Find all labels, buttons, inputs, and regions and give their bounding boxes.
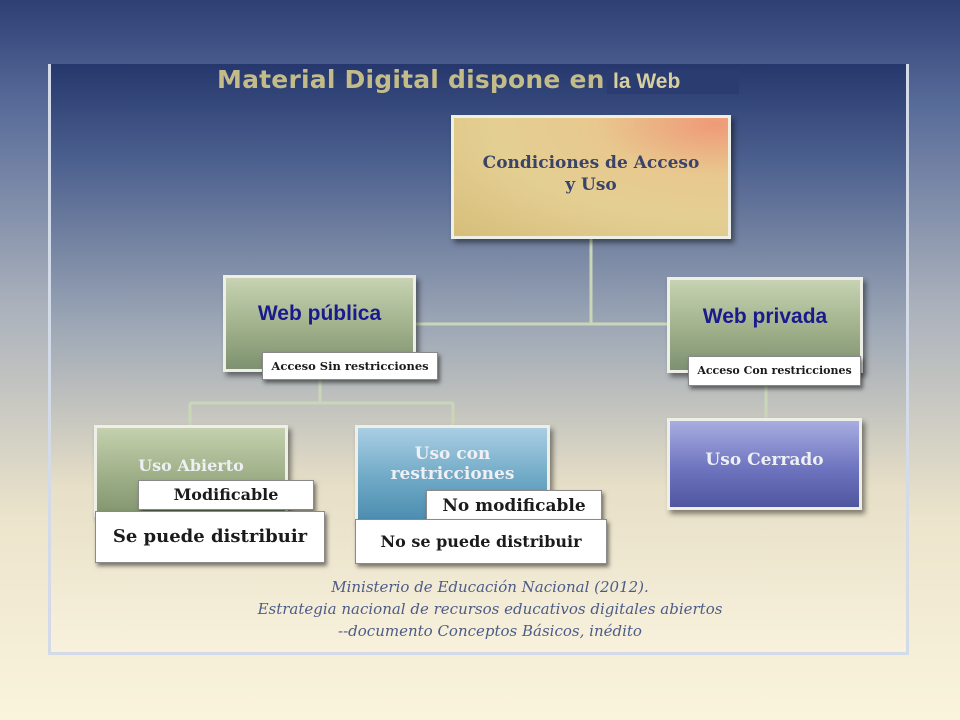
diagram-title-web: la Web (607, 70, 739, 94)
citation: Ministerio de Educación Nacional (2012).… (200, 576, 780, 642)
tag-acceso-con-restricciones: Acceso Con restricciones (688, 356, 861, 386)
root-label-line1: Condiciones de Acceso (482, 153, 700, 173)
box-condiciones-acceso-uso: Condiciones de Acceso y Uso (451, 115, 731, 239)
citation-line3: --documento Conceptos Básicos, inédito (338, 622, 642, 640)
citation-line2: Estrategia nacional de recursos educativ… (257, 600, 723, 618)
diagram-title: Material Digital dispone en (217, 65, 605, 94)
uso-cerrado-label: Uso Cerrado (705, 450, 824, 470)
citation-line1: Ministerio de Educación Nacional (2012). (331, 578, 649, 596)
root-label-line2: y Uso (565, 175, 617, 195)
tag-acceso-sin-restricciones: Acceso Sin restricciones (262, 352, 438, 380)
box-uso-cerrado: Uso Cerrado (667, 418, 862, 510)
uso-con-label-line1: Uso con (414, 444, 491, 464)
web-privada-label: Web privada (702, 305, 828, 328)
uso-con-label-line2: restricciones (390, 464, 515, 484)
box-no-se-puede-distribuir: No se puede distribuir (355, 519, 607, 564)
box-se-puede-distribuir: Se puede distribuir (95, 511, 325, 563)
uso-abierto-label: Uso Abierto (138, 456, 244, 475)
box-no-modificable: No modificable (426, 490, 602, 523)
box-modificable: Modificable (138, 480, 314, 510)
web-publica-label: Web pública (257, 302, 382, 325)
